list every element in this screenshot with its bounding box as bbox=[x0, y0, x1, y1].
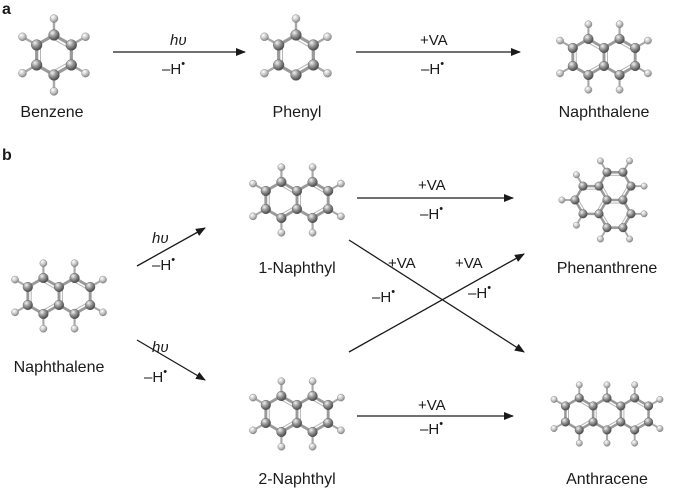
cond-minus-h-b6: –H• bbox=[420, 418, 443, 438]
naphthalene-label-a: Naphthalene bbox=[559, 104, 650, 121]
cond-plus-va-b2: +VA bbox=[388, 255, 416, 272]
cond-hv-b2: hυ bbox=[152, 339, 169, 356]
cond-plus-va-b4: +VA bbox=[418, 397, 446, 414]
cond-minus-h-b3: –H• bbox=[420, 203, 443, 223]
naphthalene-label-b: Naphthalene bbox=[14, 359, 105, 376]
naphthalene-model-a bbox=[556, 20, 652, 94]
cond-plus-va-b1: +VA bbox=[418, 177, 446, 194]
arrow-naphthalene-to-1-naphthyl bbox=[136, 227, 206, 267]
anthracene-model bbox=[550, 381, 664, 447]
arrow-1-naphthyl-to-anthracene bbox=[348, 239, 525, 353]
panel-b-label: b bbox=[2, 147, 12, 164]
naphthyl-2-model bbox=[249, 377, 345, 451]
naphthyl-1-model bbox=[249, 163, 345, 237]
cond-plus-va-a: +VA bbox=[420, 32, 448, 49]
phenanthrene-label: Phenanthrene bbox=[557, 260, 658, 277]
panel-a-label: a bbox=[2, 1, 11, 18]
benzene-label: Benzene bbox=[20, 104, 83, 121]
naphthyl-2-label: 2-Naphthyl bbox=[258, 471, 335, 488]
cond-hv-b1: hυ bbox=[152, 230, 169, 247]
benzene-model bbox=[18, 14, 90, 96]
cond-minus-h-b1: –H• bbox=[152, 254, 175, 274]
phenanthrene-model bbox=[558, 157, 648, 243]
cond-minus-h-a2: –H• bbox=[421, 58, 444, 78]
cond-hv-a: hυ bbox=[170, 32, 187, 49]
cond-plus-va-b3: +VA bbox=[455, 255, 483, 272]
arrow-2-naphthyl-to-phenanthrene bbox=[348, 253, 525, 353]
cond-minus-h-b2: –H• bbox=[144, 366, 167, 386]
phenyl-label: Phenyl bbox=[273, 104, 322, 121]
phenyl-model bbox=[260, 14, 332, 81]
anthracene-label: Anthracene bbox=[566, 471, 648, 488]
naphthyl-1-label: 1-Naphthyl bbox=[258, 260, 335, 277]
cond-minus-h-b4: –H• bbox=[372, 286, 395, 306]
cond-minus-h-b5: –H• bbox=[468, 282, 491, 302]
cond-minus-h-a: –H• bbox=[162, 58, 185, 78]
arrow-naphthalene-to-2-naphthyl bbox=[136, 339, 206, 381]
naphthalene-model-b bbox=[11, 259, 107, 333]
